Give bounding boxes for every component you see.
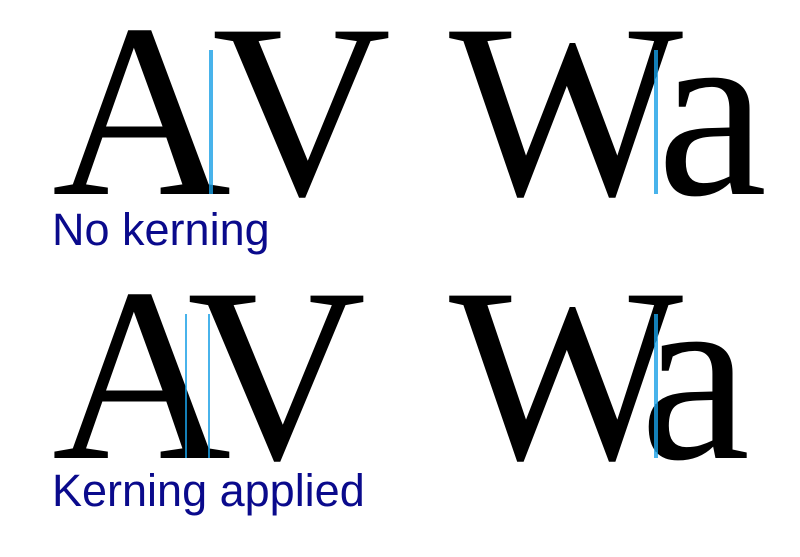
- row-no-kerning: A V W a No kerning: [52, 0, 767, 255]
- caption-kerning-applied: Kerning applied: [52, 465, 365, 516]
- glyph-v: V: [187, 237, 366, 512]
- glyph-small-a: a: [657, 0, 767, 248]
- caption-no-kerning: No kerning: [52, 204, 270, 255]
- glyph-w: W: [449, 237, 683, 512]
- row-kerning-applied: A V W a Kerning applied: [52, 237, 750, 516]
- glyph-v: V: [212, 0, 391, 248]
- glyph-w: W: [449, 0, 683, 248]
- glyph-small-a: a: [640, 237, 750, 512]
- glyph-a: A: [52, 0, 231, 248]
- glyph-a: A: [52, 237, 231, 512]
